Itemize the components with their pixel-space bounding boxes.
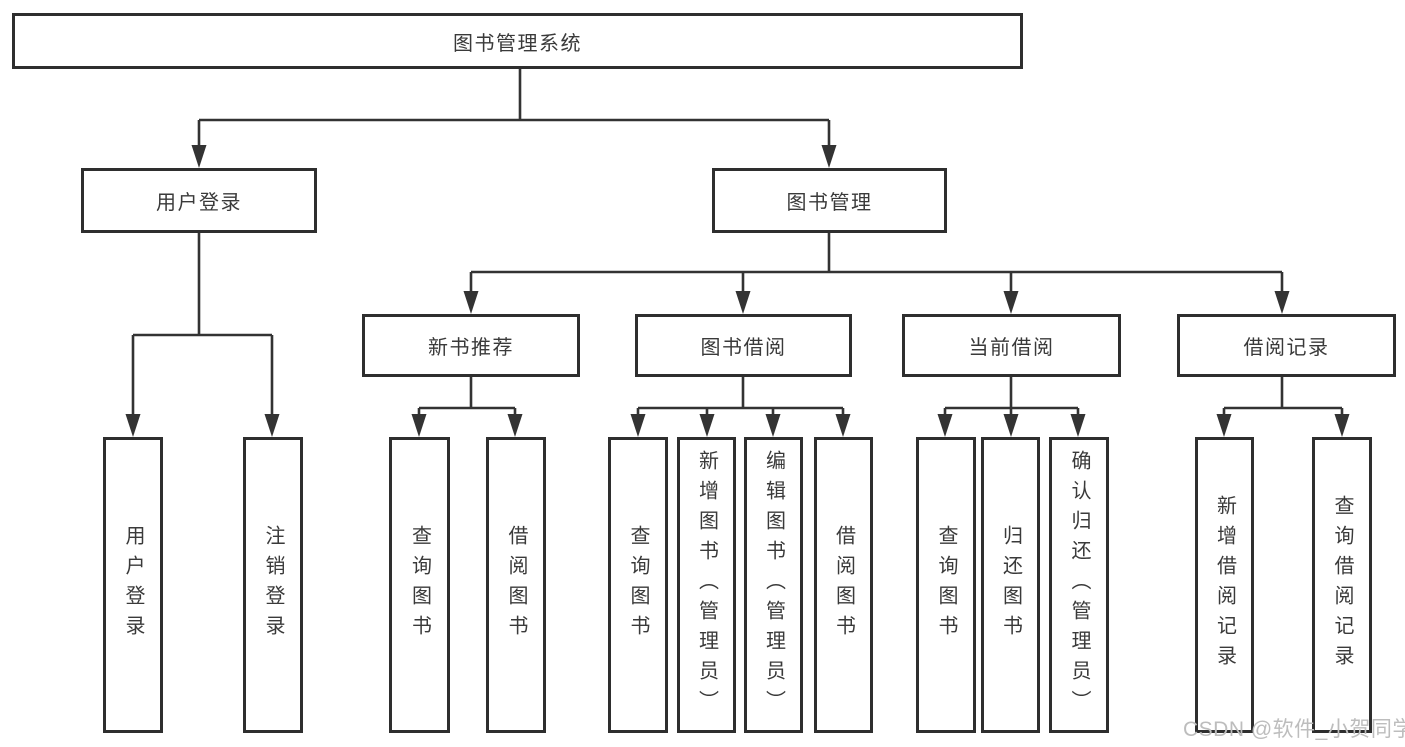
connector-current-borrow-to-children <box>937 377 1086 437</box>
arrowhead-down-icon <box>1003 291 1019 314</box>
leaf-bb-edit: 编辑图书（管理员） <box>744 437 803 733</box>
leaf-bb-borrow-label: 借阅图书 <box>832 525 855 645</box>
leaf-bb-borrow: 借阅图书 <box>814 437 873 733</box>
connector-line <box>417 377 517 420</box>
leaf-cb-query: 查询图书 <box>916 437 976 733</box>
arrowhead-down-icon <box>1070 414 1086 437</box>
node-book-mgmt: 图书管理 <box>712 168 947 233</box>
connector-user-login-to-children <box>125 233 280 437</box>
leaf-logout: 注销登录 <box>243 437 303 733</box>
connector-book-mgmt-to-level3 <box>463 233 1290 314</box>
node-root-label: 图书管理系统 <box>453 32 582 55</box>
connector-new-recommend-to-children <box>411 377 523 437</box>
arrowhead-down-icon <box>1334 414 1350 437</box>
arrowhead-down-icon <box>1003 414 1019 437</box>
node-book-borrow-label: 图书借阅 <box>700 337 787 359</box>
arrowhead-down-icon <box>507 414 523 437</box>
arrowhead-down-icon <box>191 145 207 168</box>
arrowhead-down-icon <box>411 414 427 437</box>
leaf-br-query: 查询借阅记录 <box>1312 437 1372 733</box>
leaf-bb-add: 新增图书（管理员） <box>677 437 736 733</box>
connector-line <box>943 377 1080 420</box>
node-borrow-record: 借阅记录 <box>1177 314 1396 377</box>
arrowhead-down-icon <box>630 414 646 437</box>
leaf-br-add-label: 新增借阅记录 <box>1213 495 1236 675</box>
leaf-nr-query-label: 查询图书 <box>408 525 431 645</box>
node-book-borrow: 图书借阅 <box>635 314 852 377</box>
leaf-br-query-label: 查询借阅记录 <box>1331 495 1353 675</box>
connector-line <box>469 233 1284 296</box>
arrowhead-down-icon <box>937 414 953 437</box>
node-borrow-record-label: 借阅记录 <box>1243 337 1330 359</box>
node-user-login-label: 用户登录 <box>156 192 242 214</box>
leaf-nr-borrow: 借阅图书 <box>486 437 546 733</box>
connector-line <box>1222 377 1344 420</box>
arrowhead-down-icon <box>735 291 751 314</box>
arrowhead-down-icon <box>835 414 851 437</box>
arrowhead-down-icon <box>463 291 479 314</box>
connector-book-borrow-to-children <box>630 377 851 437</box>
leaf-nr-query: 查询图书 <box>389 437 450 733</box>
node-new-recommend-label: 新书推荐 <box>428 337 514 359</box>
connector-borrow-record-to-children <box>1216 377 1350 437</box>
connector-line <box>636 377 845 420</box>
node-user-login: 用户登录 <box>81 168 317 233</box>
arrowhead-down-icon <box>765 414 781 437</box>
connector-line <box>197 69 831 150</box>
leaf-bb-edit-label: 编辑图书（管理员） <box>762 450 785 720</box>
csdn-watermark: CSDN @软件_小贺同学 <box>1183 718 1405 741</box>
leaf-cb-return: 归还图书 <box>981 437 1040 733</box>
leaf-logout-label: 注销登录 <box>262 525 284 645</box>
node-book-mgmt-label: 图书管理 <box>786 192 873 214</box>
leaf-login-label: 用户登录 <box>122 525 144 645</box>
leaf-cb-query-label: 查询图书 <box>935 525 957 645</box>
leaf-cb-confirm-label: 确认归还（管理员） <box>1068 450 1090 720</box>
leaf-login: 用户登录 <box>103 437 163 733</box>
arrowhead-down-icon <box>699 414 715 437</box>
leaf-bb-add-label: 新增图书（管理员） <box>695 450 718 720</box>
leaf-cb-return-label: 归还图书 <box>999 525 1022 645</box>
node-current-borrow: 当前借阅 <box>902 314 1121 377</box>
arrowhead-down-icon <box>264 414 280 437</box>
arrowhead-down-icon <box>1216 414 1232 437</box>
node-current-borrow-label: 当前借阅 <box>968 337 1055 359</box>
leaf-bb-query: 查询图书 <box>608 437 668 733</box>
arrowhead-down-icon <box>821 145 837 168</box>
leaf-bb-query-label: 查询图书 <box>627 525 649 645</box>
leaf-nr-borrow-label: 借阅图书 <box>505 525 527 645</box>
arrowhead-down-icon <box>125 414 141 437</box>
node-new-recommend: 新书推荐 <box>362 314 580 377</box>
leaf-br-add: 新增借阅记录 <box>1195 437 1254 733</box>
arrowhead-down-icon <box>1274 291 1290 314</box>
leaf-cb-confirm: 确认归还（管理员） <box>1049 437 1109 733</box>
connector-line <box>131 233 274 420</box>
node-root: 图书管理系统 <box>12 13 1023 69</box>
connector-root-to-level2 <box>191 69 837 168</box>
